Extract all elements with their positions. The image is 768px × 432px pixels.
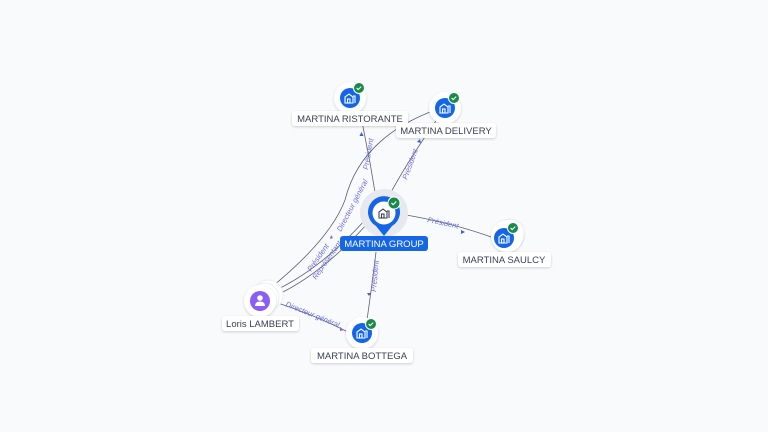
building-icon — [439, 103, 451, 114]
building-icon — [344, 93, 356, 104]
edge-label: Président — [369, 259, 381, 292]
check-icon — [368, 322, 374, 327]
node-martina-bottega[interactable]: MARTINA BOTTEGA — [311, 317, 413, 363]
edge-label: Président — [400, 147, 420, 181]
node-label: MARTINA GROUP — [344, 239, 424, 250]
edge-loris-group[interactable]: Président Représentant — [271, 219, 368, 297]
node-label: MARTINA BOTTEGA — [317, 351, 408, 362]
node-martina-ristorante[interactable]: MARTINA RISTORANTE — [292, 82, 408, 126]
node-label: Loris LAMBERT — [226, 319, 294, 330]
building-icon — [378, 208, 390, 219]
check-icon — [510, 226, 516, 231]
node-martina-group[interactable]: MARTINA GROUP — [340, 189, 428, 251]
node-martina-saulcy[interactable]: MARTINA SAULCY — [458, 218, 551, 267]
building-icon — [498, 233, 510, 244]
node-label: MARTINA SAULCY — [463, 255, 546, 266]
person-icon — [255, 295, 265, 306]
node-label: MARTINA DELIVERY — [400, 126, 492, 137]
node-loris-lambert[interactable]: Loris LAMBERT — [222, 279, 299, 331]
node-martina-delivery[interactable]: MARTINA DELIVERY — [396, 92, 496, 138]
building-icon — [356, 328, 368, 339]
edge-loris-delivery[interactable]: Directeur général — [267, 111, 431, 291]
edge-group-saulcy[interactable]: Président — [399, 213, 495, 239]
check-icon — [356, 86, 362, 91]
edge-group-bottega[interactable]: Président — [366, 251, 381, 321]
check-icon — [451, 96, 457, 101]
node-label: MARTINA RISTORANTE — [297, 114, 403, 125]
edge-label: Président — [427, 215, 461, 231]
check-icon — [391, 201, 397, 206]
